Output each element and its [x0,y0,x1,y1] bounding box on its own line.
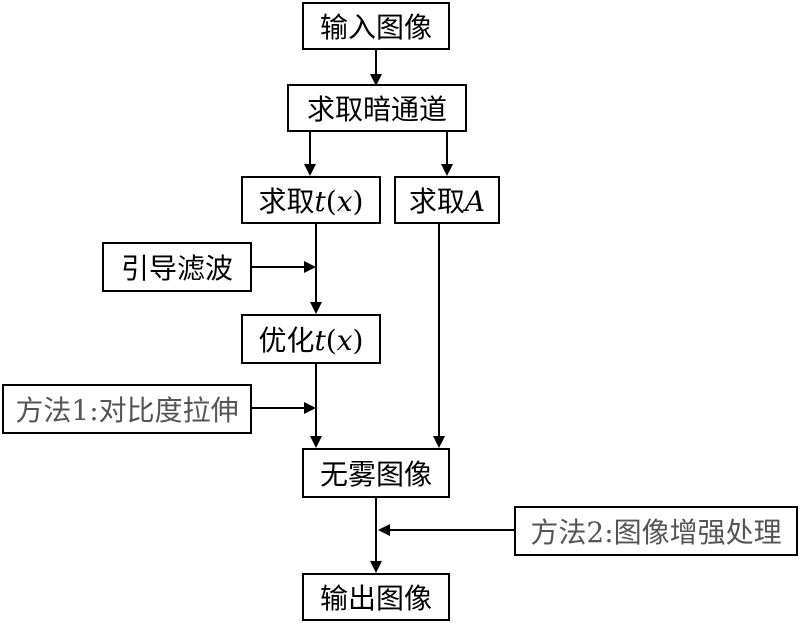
output-image-box: 输出图像 [302,573,450,621]
optimize-t-prefix: 优化 [258,324,315,357]
input-image-box: 输入图像 [302,2,450,50]
optimize-t-arg: x [336,324,353,357]
get-t-close: ) [352,185,364,218]
input-image-label: 输入图像 [319,11,432,44]
output-image-label: 输出图像 [319,582,432,615]
optimize-t-var: t [314,324,326,357]
get-a-label: 求取A [409,180,485,220]
get-a-box: 求取A [394,176,500,224]
method1-box: 方法1:对比度拉伸 [2,384,252,434]
guided-filter-box: 引导滤波 [102,242,252,292]
dark-channel-box: 求取暗通道 [287,84,467,132]
get-t-label: 求取t(x) [259,180,364,220]
optimize-t-label: 优化t(x) [259,319,364,359]
get-a-prefix: 求取 [408,185,465,218]
get-t-prefix: 求取 [258,185,315,218]
optimize-t-open: ( [325,324,337,357]
dark-channel-label: 求取暗通道 [306,93,447,126]
get-t-var: t [314,185,326,218]
dehazed-image-label: 无雾图像 [319,458,432,491]
get-t-box: 求取t(x) [241,176,381,224]
get-t-arg: x [336,185,353,218]
get-a-var: A [464,185,486,218]
optimize-t-box: 优化t(x) [241,314,381,364]
get-t-open: ( [325,185,337,218]
method1-label: 方法1:对比度拉伸 [15,394,239,427]
method2-box: 方法2:图像增强处理 [514,506,798,556]
method2-label: 方法2:图像增强处理 [530,516,782,549]
optimize-t-close: ) [352,324,364,357]
dehazed-image-box: 无雾图像 [302,448,450,498]
guided-filter-label: 引导滤波 [120,252,233,285]
